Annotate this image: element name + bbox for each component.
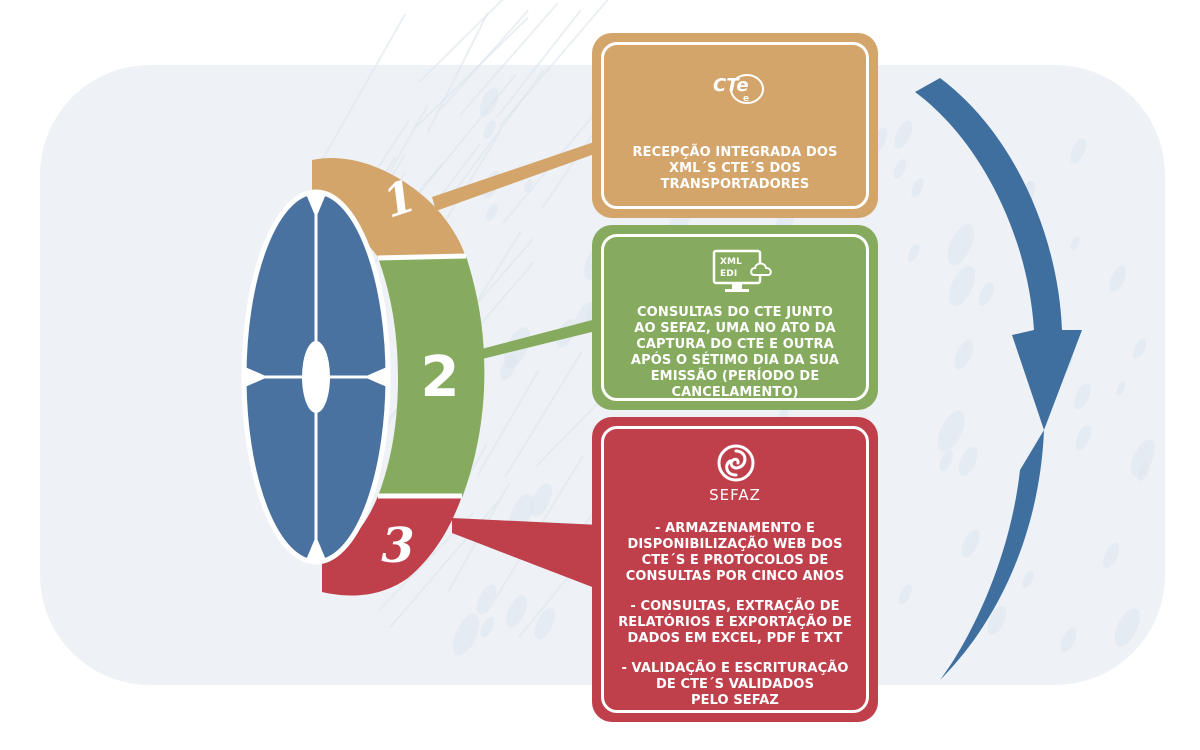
background-stroke bbox=[1116, 381, 1126, 396]
connector-2 bbox=[470, 318, 600, 362]
background-stroke bbox=[1074, 383, 1091, 410]
card-1-line: TRANSPORTADORES bbox=[660, 177, 810, 192]
sefaz-logo-icon bbox=[717, 444, 755, 482]
background-stroke bbox=[486, 203, 498, 221]
process-wheel: 1 2 3 bbox=[241, 158, 485, 596]
background-stroke bbox=[439, 9, 530, 111]
card-sefaz: SEFAZ - ARMAZENAMENTO E DISPONIBILIZAÇÃO… bbox=[601, 426, 869, 713]
card-2-line: CANCELAMENTO) bbox=[671, 385, 799, 400]
background-stroke bbox=[321, 13, 407, 160]
svg-text:CTe: CTe bbox=[713, 75, 749, 96]
card-3-paragraph: - ARMAZENAMENTO E DISPONIBILIZAÇÃO WEB D… bbox=[614, 521, 856, 585]
card-1-text: RECEPÇÃO INTEGRADA DOS XML´S CTE´S DOS T… bbox=[614, 145, 856, 193]
background-stroke bbox=[947, 224, 975, 266]
background-stroke bbox=[907, 243, 920, 262]
card-1-line: XML´S CTE´S DOS bbox=[668, 161, 801, 176]
background-stroke bbox=[480, 617, 494, 638]
card-3-paragraph: - CONSULTAS, EXTRAÇÃO DE RELATÓRIOS E EX… bbox=[614, 599, 856, 647]
background-stroke bbox=[954, 339, 974, 370]
card-3-line: RELATÓRIOS E EXPORTAÇÃO DE bbox=[618, 615, 852, 630]
card-3-text: - ARMAZENAMENTO E DISPONIBILIZAÇÃO WEB D… bbox=[614, 521, 856, 723]
card-3-line: - ARMAZENAMENTO E bbox=[655, 521, 815, 536]
card-3-line: PELO SEFAZ bbox=[691, 693, 779, 708]
cycle-arrow bbox=[915, 78, 1082, 680]
background-stroke bbox=[1022, 570, 1034, 588]
background-stroke bbox=[1130, 439, 1155, 478]
background-stroke bbox=[500, 354, 517, 381]
card-3-line: CTE´S E PROTOCOLOS DE bbox=[641, 553, 829, 568]
background-stroke bbox=[1102, 542, 1120, 569]
background-stroke bbox=[1075, 425, 1092, 450]
card-2-line: AO SEFAZ, UMA NO ATO DA bbox=[634, 321, 836, 336]
background-stroke bbox=[524, 178, 533, 193]
edi-label: EDI bbox=[720, 269, 737, 279]
background-stroke bbox=[426, 12, 489, 133]
cte-logo-icon: CTe e bbox=[713, 74, 764, 104]
background-stroke bbox=[1137, 463, 1149, 482]
background-stroke bbox=[452, 613, 480, 656]
background-stroke bbox=[898, 584, 912, 605]
background-stroke bbox=[1114, 608, 1140, 647]
background-stroke bbox=[987, 606, 1007, 636]
cycle-arrow-body bbox=[915, 78, 1082, 430]
connector-1 bbox=[432, 140, 600, 211]
wheel-hub bbox=[302, 341, 330, 413]
background-stroke bbox=[1070, 138, 1087, 164]
card-3-paragraph: - VALIDAÇÃO E ESCRITURAÇÃO DE CTE´S VALI… bbox=[614, 661, 856, 709]
svg-text:e: e bbox=[743, 94, 749, 104]
background-stroke bbox=[1070, 236, 1080, 251]
card-3-line: DADOS EM EXCEL, PDF E TXT bbox=[627, 631, 843, 646]
card-2-line: EMISSÃO (PERÍODO DE bbox=[650, 369, 820, 384]
background-stroke bbox=[948, 265, 976, 307]
background-stroke bbox=[418, 0, 504, 83]
card-3-line: - CONSULTAS, EXTRAÇÃO DE bbox=[630, 599, 840, 614]
background-stroke bbox=[978, 282, 994, 306]
background-stroke bbox=[1060, 627, 1077, 653]
background-stroke bbox=[1133, 338, 1147, 359]
background-stroke bbox=[530, 483, 552, 517]
wheel-segment-3 bbox=[322, 496, 462, 596]
background-stroke bbox=[961, 529, 980, 558]
background-stroke bbox=[534, 608, 555, 640]
wheel-segment-1 bbox=[312, 158, 466, 262]
wheel-number-2: 2 bbox=[421, 345, 460, 410]
background-stroke bbox=[459, 2, 559, 116]
card-3-line: - VALIDAÇÃO E ESCRITURAÇÃO bbox=[621, 661, 849, 676]
background-stroke bbox=[894, 120, 913, 149]
card-1-line: RECEPÇÃO INTEGRADA DOS bbox=[632, 145, 838, 160]
card-2-line: CONSULTAS DO CTE JUNTO bbox=[637, 305, 833, 320]
card-2-line: CAPTURA DO CTE E OUTRA bbox=[636, 337, 834, 352]
background-stroke bbox=[476, 584, 497, 615]
card-3-line: CONSULTAS POR CINCO ANOS bbox=[625, 569, 845, 584]
card-2-line: APÓS O SÉTIMO DIA DA SUA bbox=[630, 353, 840, 368]
xml-label: XML bbox=[720, 257, 742, 267]
card-consultas: XML EDI CONSULTAS DO CTE JUNTO AO SEFAZ,… bbox=[601, 234, 869, 401]
background-stroke bbox=[479, 87, 499, 117]
background-stroke bbox=[958, 446, 978, 477]
background-stroke bbox=[483, 120, 496, 140]
wheel-segment-2 bbox=[378, 256, 485, 498]
background-stroke bbox=[476, 370, 539, 477]
background-stroke bbox=[911, 178, 924, 198]
background-stroke bbox=[893, 158, 907, 179]
card-3-line: DE CTE´S VALIDADOS bbox=[655, 677, 815, 692]
background-stroke bbox=[496, 9, 582, 118]
connector-3 bbox=[452, 518, 600, 590]
card-3-line: DISPONIBILIZAÇÃO WEB DOS bbox=[627, 537, 843, 552]
background-stroke bbox=[1109, 265, 1127, 292]
background-stroke bbox=[414, 16, 529, 130]
background-stroke bbox=[506, 595, 528, 628]
card-2-text: CONSULTAS DO CTE JUNTO AO SEFAZ, UMA NO … bbox=[614, 305, 856, 401]
sefaz-logo-label: SEFAZ bbox=[709, 486, 761, 504]
card-reception: CTe e RECEPÇÃO INTEGRADA DOS XML´S CTE´S… bbox=[601, 42, 869, 209]
wheel-number-3: 3 bbox=[381, 518, 414, 574]
background-stroke bbox=[498, 0, 609, 128]
background-stroke bbox=[937, 410, 965, 452]
background-stroke bbox=[504, 350, 583, 477]
background-stroke bbox=[939, 450, 954, 472]
cycle-arrow-tail bbox=[940, 430, 1044, 680]
background-stroke bbox=[408, 73, 517, 207]
xml-edi-monitor-icon: XML EDI bbox=[712, 249, 772, 292]
